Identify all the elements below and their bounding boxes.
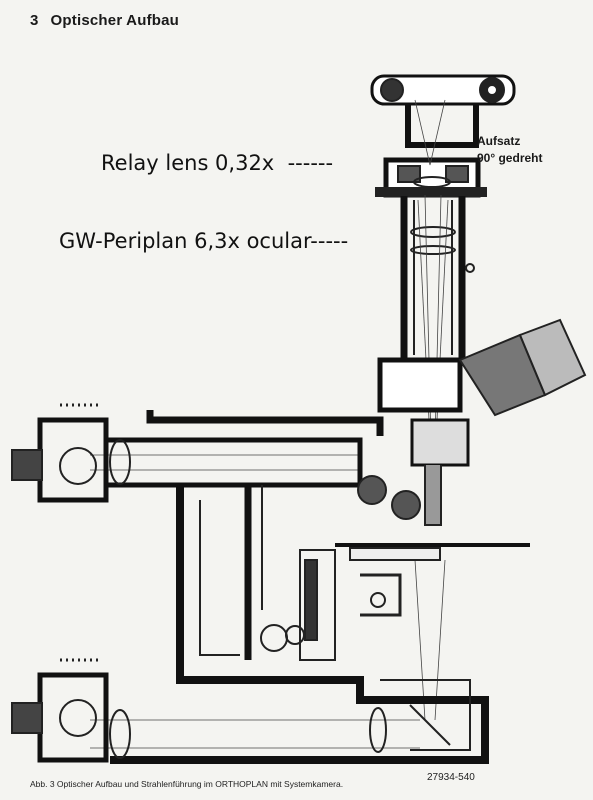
- figure-number: 27934-540: [427, 772, 475, 783]
- objective-turret: [357, 418, 470, 526]
- aufsatz-line-1: Aufsatz: [477, 134, 521, 148]
- relay-lens-housing: [375, 157, 487, 198]
- figure-caption: Abb. 3 Optischer Aufbau und Strahlenführ…: [30, 779, 344, 789]
- ocular-text: GW-Periplan 6,3x ocular: [59, 229, 311, 253]
- aufsatz-line-2: 90° gedreht: [477, 151, 543, 165]
- section-heading: 3 Optischer Aufbau: [30, 12, 179, 29]
- camera-head: [370, 74, 516, 148]
- relay-lens-text: Relay lens 0,32x: [101, 151, 275, 175]
- microscope-base: [110, 485, 489, 764]
- aufsatz-annotation: Aufsatz 90° gedreht: [477, 133, 542, 167]
- relay-lens-label: Relay lens 0,32x ------: [101, 151, 333, 175]
- upper-lamp-housing: [11, 403, 384, 503]
- relay-lens-leader: ------: [287, 151, 334, 175]
- stand-column: [244, 485, 530, 661]
- section-title: Optischer Aufbau: [50, 12, 180, 29]
- vertical-tube: [400, 196, 475, 360]
- ocular-label: GW-Periplan 6,3x ocular-----: [59, 229, 348, 253]
- section-number: 3: [30, 12, 39, 29]
- tube-block: [377, 318, 587, 417]
- ocular-leader: -----: [310, 229, 349, 253]
- lower-lamp-housing: [11, 658, 387, 763]
